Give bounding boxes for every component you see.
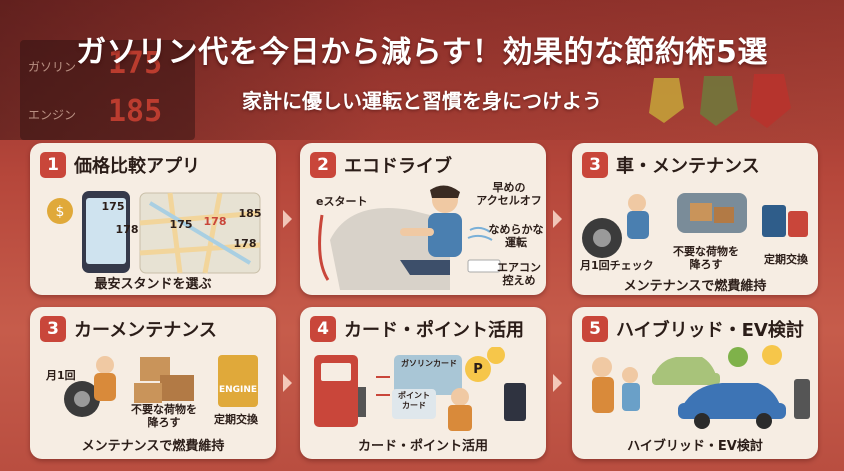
card-header: 1 価格比較アプリ [40,152,200,178]
price-board-value-2: 185 [108,94,163,129]
price-board-value-1: 175 [108,46,163,81]
price-board-label-1: ガソリン [28,60,77,74]
map-pin-price: 178 [115,223,139,236]
price-board-label-2: エンジン [28,108,77,122]
card-caption: メンテナンスで燃費維持 [623,279,767,294]
next-arrow-icon [553,374,562,392]
card-points-illustration [314,347,526,431]
card-title: 価格比較アプリ [74,156,200,177]
page-subtitle: 家計に優しい運転と習慣を身につけよう [242,89,602,113]
card-title: エコドライブ [344,156,452,177]
card-hybrid-ev: 5 ハイブリッド・EV検討 ハイブリッド・EV検討 [572,307,818,459]
card-header: 4 カード・ポイント活用 [310,316,524,342]
maint-label-monthly: 月1回 [46,369,76,382]
card-header: 2 エコドライブ [310,152,452,178]
step-badge: 2 [310,152,336,178]
fuel-nozzles-icon [649,74,791,128]
maint-label-regular: 定期交換 [764,253,808,266]
eco-label-aircon: エアコン 控えめ [497,261,541,288]
step-badge: 3 [40,316,66,342]
next-arrow-icon [283,210,292,228]
maint-label-remove: 不要な荷物を 降ろす [131,403,197,430]
card-header: 5 ハイブリッド・EV検討 [582,316,804,342]
eco-label-smooth: なめらかな 運転 [488,223,544,250]
card-caption: カード・ポイント活用 [357,439,488,454]
map-pin-price: 175 [101,200,125,213]
card-car-maintenance: 3 車・メンテナンス 月1回チェック 不要な荷物を 降ろす 定期交換 メンテナン… [572,143,818,295]
step-badge: 4 [310,316,336,342]
eco-label-accel-off: 早めの アクセルオフ [476,181,542,208]
point-coin-icon: P [473,362,483,377]
point-card-label: ポイント カード [398,391,430,410]
maint-label-regular: 定期交換 [214,413,258,426]
card-caption: ハイブリッド・EV検討 [627,439,763,454]
car-maintenance-illustration [582,193,808,258]
step-badge: 1 [40,152,66,178]
next-arrow-icon [283,374,292,392]
background-gas-station [0,0,844,140]
step-badge: 3 [582,152,608,178]
hybrid-ev-illustration [592,345,810,429]
maint-label-monthly: 月1回チェック [580,259,654,272]
card-title: カード・ポイント活用 [344,320,524,341]
background-price-board: ガソリン 175 エンジン 185 [20,40,195,140]
price-app-illustration: $ [47,191,261,274]
card-car-maintenance-2: 3 カーメンテナンス ENGINE 月1回 不要な荷物を 降ろす 定期交換 メン… [30,307,276,459]
map-pin-price: 185 [238,207,262,220]
card-title: ハイブリッド・EV検討 [616,320,804,341]
card-caption: メンテナンスで燃費維持 [81,439,225,454]
card-header: 3 カーメンテナンス [40,316,217,342]
next-arrow-icon [553,210,562,228]
page-title: ガソリン代を今日から減らす！効果的な節約術5選 [76,35,768,70]
eco-drive-illustration [318,185,501,290]
card-card-points: 4 カード・ポイント活用 ガソリンカード ポイント カード P カード・ポイント… [300,307,546,459]
eco-label-estart: eスタート [316,195,368,208]
card-title: カーメンテナンス [74,320,217,341]
gas-card-label: ガソリンカード [401,359,457,368]
step-badge: 5 [582,316,608,342]
card-title: 車・メンテナンス [616,156,760,177]
map-pin-price: 178 [233,237,257,250]
card-header: 3 車・メンテナンス [582,152,760,178]
engine-oil-label: ENGINE [218,385,258,395]
map-pin-price: 175 [169,218,193,231]
card-caption: 最安スタンドを選ぶ [94,277,212,292]
map-pin-price: 178 [203,215,227,228]
card-price-app: 1 価格比較アプリ $ 175 178 175 178 185 178 最安スタ… [30,143,276,295]
car-maintenance-illustration [64,355,258,417]
svg-text:$: $ [56,204,65,220]
maint-label-remove: 不要な荷物を 降ろす [673,245,739,272]
card-eco-drive: 2 エコドライブ eスタート 早めの アクセルオフ なめらかな 運転 エアコン … [300,143,546,295]
